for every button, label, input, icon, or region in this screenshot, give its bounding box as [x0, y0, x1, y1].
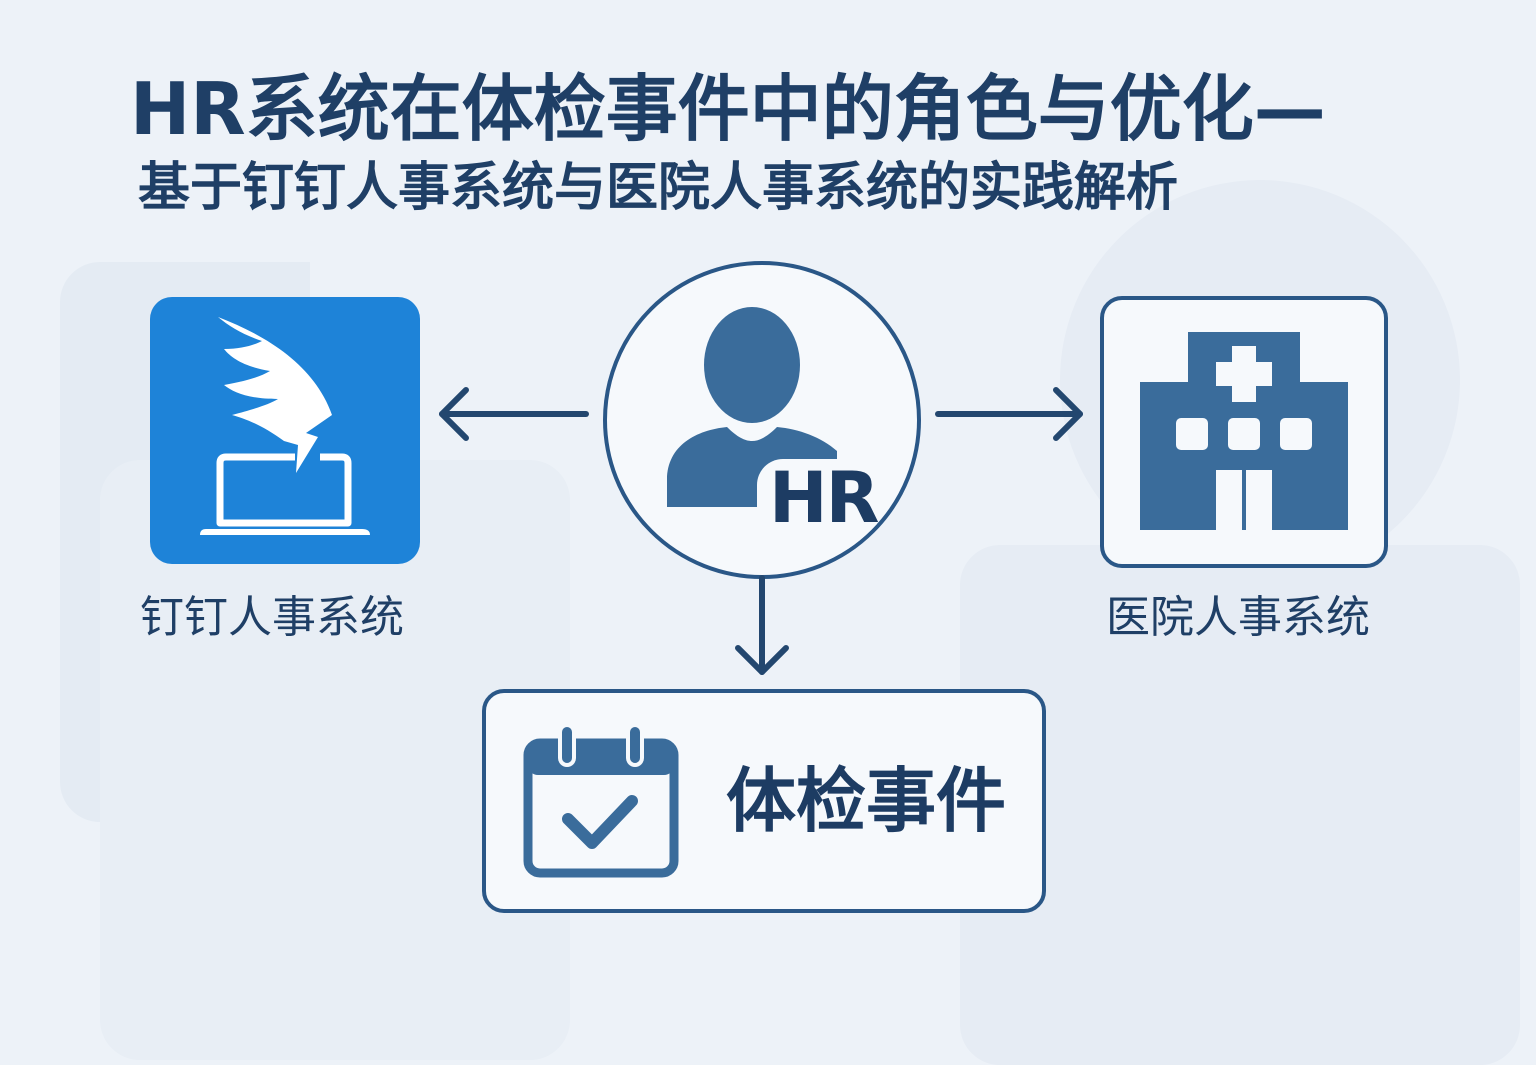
dingtalk-node	[150, 297, 420, 564]
hospital-icon	[1140, 332, 1348, 530]
dingtalk-label: 钉钉人事系统	[140, 592, 404, 643]
hr-badge: HR	[769, 457, 879, 539]
arrow-to-dingtalk	[439, 387, 589, 441]
page-title: HR系统在体检事件中的角色与优化—	[130, 67, 1326, 151]
background-shape	[960, 545, 1520, 1065]
arrow-to-hospital	[935, 387, 1083, 441]
page-subtitle: 基于钉钉人事系统与医院人事系统的实践解析	[138, 158, 1179, 218]
connector-arrows	[439, 387, 1083, 675]
exam-event-node: 体检事件	[482, 689, 1046, 913]
dingtalk-laptop-icon	[200, 317, 370, 535]
hospital-node	[1100, 296, 1388, 568]
arrow-to-event	[735, 575, 789, 675]
calendar-check-icon	[523, 723, 679, 878]
hospital-label: 医院人事系统	[1106, 592, 1370, 643]
exam-event-label: 体检事件	[726, 760, 1006, 842]
person-icon	[667, 307, 877, 549]
hr-node: HR	[603, 261, 921, 579]
